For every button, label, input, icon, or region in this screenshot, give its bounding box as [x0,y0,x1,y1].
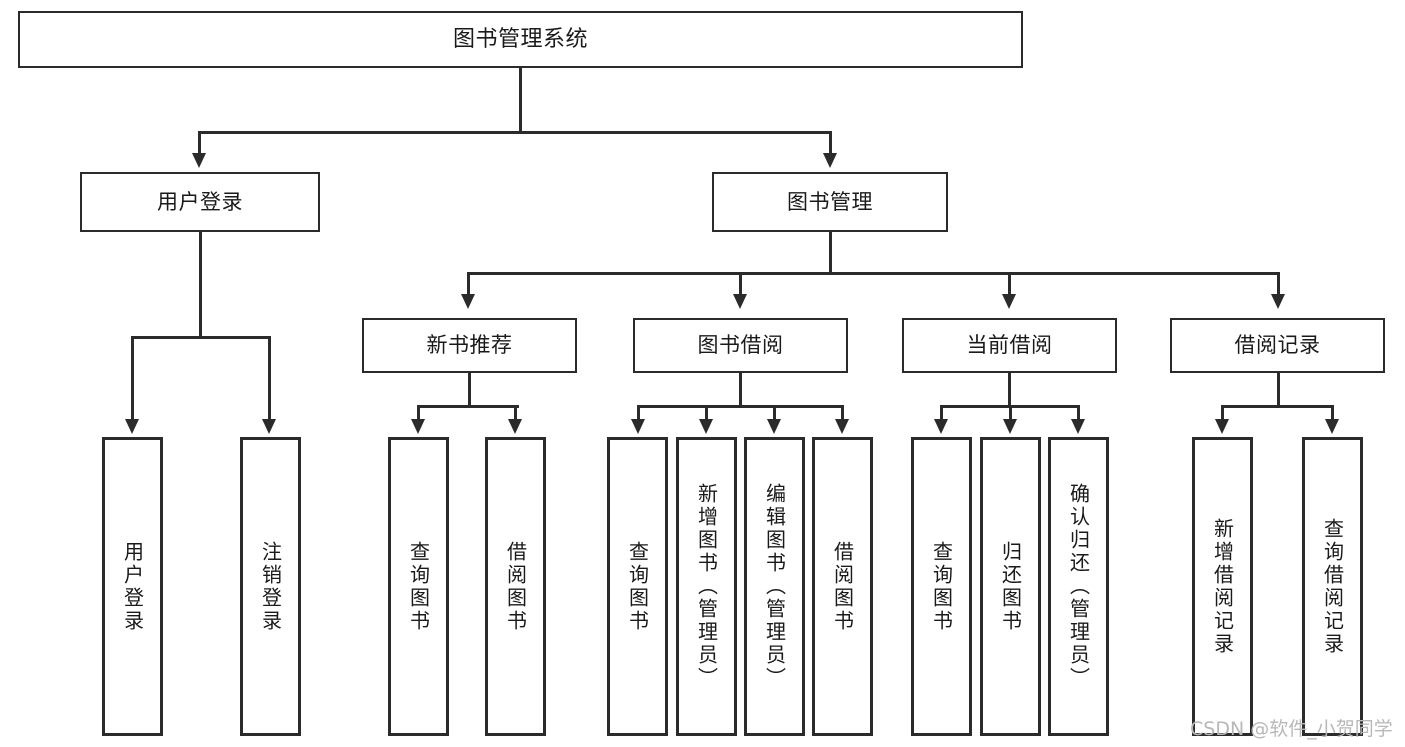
node-user-login[interactable]: 用户登录 [80,172,320,232]
arrowhead-leaf-logout [262,419,276,434]
connector-bb-child-3 [773,405,776,420]
connector-new-book-bar [417,405,519,408]
leaf-nb-query-book-label: 查询图书 [406,540,431,633]
arrowhead-leaf-user-login [125,419,139,434]
leaf-cb-query-book-label: 查询图书 [929,540,954,633]
arrowhead-book-manage [823,153,837,168]
connector-book-borrow-stem [739,373,742,407]
connector-book-manage-stem [829,232,832,274]
node-borrow-record-label: 借阅记录 [1234,333,1321,358]
leaf-cb-confirm-return-label: 确认归还（管理员） [1066,483,1091,690]
connector-user-login-bar [131,336,270,339]
leaf-bb-edit-book[interactable]: 编辑图书（管理员） [744,437,805,736]
arrowhead-cb-leaf-3 [1071,419,1085,434]
leaf-logout[interactable]: 注销登录 [240,437,301,736]
leaf-cb-query-book[interactable]: 查询图书 [911,437,972,736]
connector-cb-child-1 [940,405,943,420]
arrowhead-bb-leaf-4 [835,419,849,434]
connector-bb-child-4 [841,405,844,420]
connector-br-child-1 [1221,405,1224,420]
arrowhead-nb-leaf-1 [411,419,425,434]
node-current-borrow-label: 当前借阅 [966,333,1053,358]
connector-br-child-2 [1331,405,1334,420]
connector-new-book-child-2 [514,405,517,420]
arrowhead-user-login [192,153,206,168]
arrowhead-br-leaf-1 [1215,419,1229,434]
arrowhead-br-leaf-2 [1325,419,1339,434]
leaf-br-add-record[interactable]: 新增借阅记录 [1192,437,1253,736]
node-root-label: 图书管理系统 [452,26,588,52]
connector-root-stem [519,68,522,132]
connector-user-login-stem [199,232,202,338]
connector-cb-child-2 [1009,405,1012,420]
leaf-nb-borrow-book-label: 借阅图书 [503,540,528,633]
leaf-cb-return-book[interactable]: 归还图书 [980,437,1041,736]
connector-new-book-stem [468,373,471,407]
connector-cb-child-3 [1077,405,1080,420]
leaf-br-query-record-label: 查询借阅记录 [1320,517,1345,656]
node-root-system[interactable]: 图书管理系统 [18,11,1023,68]
connector-current-borrow-stem [1008,373,1011,407]
leaf-user-login[interactable]: 用户登录 [102,437,163,736]
connector-new-book-child-1 [417,405,420,420]
node-book-borrow[interactable]: 图书借阅 [633,318,848,373]
arrowhead-bb-leaf-3 [767,419,781,434]
arrowhead-nb-leaf-2 [508,419,522,434]
leaf-nb-query-book[interactable]: 查询图书 [388,437,449,736]
leaf-user-login-label: 用户登录 [120,540,145,633]
node-new-book-recommend-label: 新书推荐 [426,333,513,358]
leaf-bb-add-book-label: 新增图书（管理员） [694,483,719,690]
leaf-bb-query-book[interactable]: 查询图书 [607,437,668,736]
connector-borrow-record-stem [1277,373,1280,407]
connector-bb-child-2 [705,405,708,420]
arrowhead-borrow-record [1271,294,1285,309]
connector-to-book-borrow [739,272,742,296]
connector-to-new-book [467,272,470,296]
leaf-br-query-record[interactable]: 查询借阅记录 [1302,437,1363,736]
leaf-cb-confirm-return[interactable]: 确认归还（管理员） [1048,437,1109,736]
node-book-management-label: 图书管理 [787,189,873,214]
connector-root-to-book-manage [829,131,832,156]
node-book-borrow-label: 图书借阅 [697,333,784,358]
arrowhead-bb-leaf-2 [699,419,713,434]
connector-borrow-record-bar [1221,405,1333,408]
connector-root-bar [198,131,832,134]
node-current-borrow[interactable]: 当前借阅 [902,318,1117,373]
node-borrow-record[interactable]: 借阅记录 [1170,318,1385,373]
leaf-bb-edit-book-label: 编辑图书（管理员） [762,483,787,690]
connector-user-login-child-2 [268,336,271,420]
arrowhead-cb-leaf-1 [934,419,948,434]
leaf-nb-borrow-book[interactable]: 借阅图书 [485,437,546,736]
connector-bb-child-1 [637,405,640,420]
connector-level3-bar [467,272,1279,275]
arrowhead-new-book [461,294,475,309]
leaf-logout-label: 注销登录 [258,540,283,633]
node-book-management[interactable]: 图书管理 [712,172,948,232]
connector-root-to-user-login [198,131,201,156]
leaf-bb-add-book[interactable]: 新增图书（管理员） [676,437,737,736]
leaf-bb-query-book-label: 查询图书 [625,540,650,633]
connector-to-current-borrow [1008,272,1011,296]
connector-book-borrow-bar [637,405,843,408]
leaf-br-add-record-label: 新增借阅记录 [1210,517,1235,656]
leaf-bb-borrow-book[interactable]: 借阅图书 [812,437,873,736]
arrowhead-bb-leaf-1 [631,419,645,434]
leaf-cb-return-book-label: 归还图书 [998,540,1023,633]
node-user-login-label: 用户登录 [157,189,243,214]
arrowhead-current-borrow [1002,294,1016,309]
node-new-book-recommend[interactable]: 新书推荐 [362,318,577,373]
connector-to-borrow-record [1277,272,1280,296]
arrowhead-book-borrow [733,294,747,309]
connector-user-login-child-1 [131,336,134,420]
leaf-bb-borrow-book-label: 借阅图书 [830,540,855,633]
arrowhead-cb-leaf-2 [1003,419,1017,434]
